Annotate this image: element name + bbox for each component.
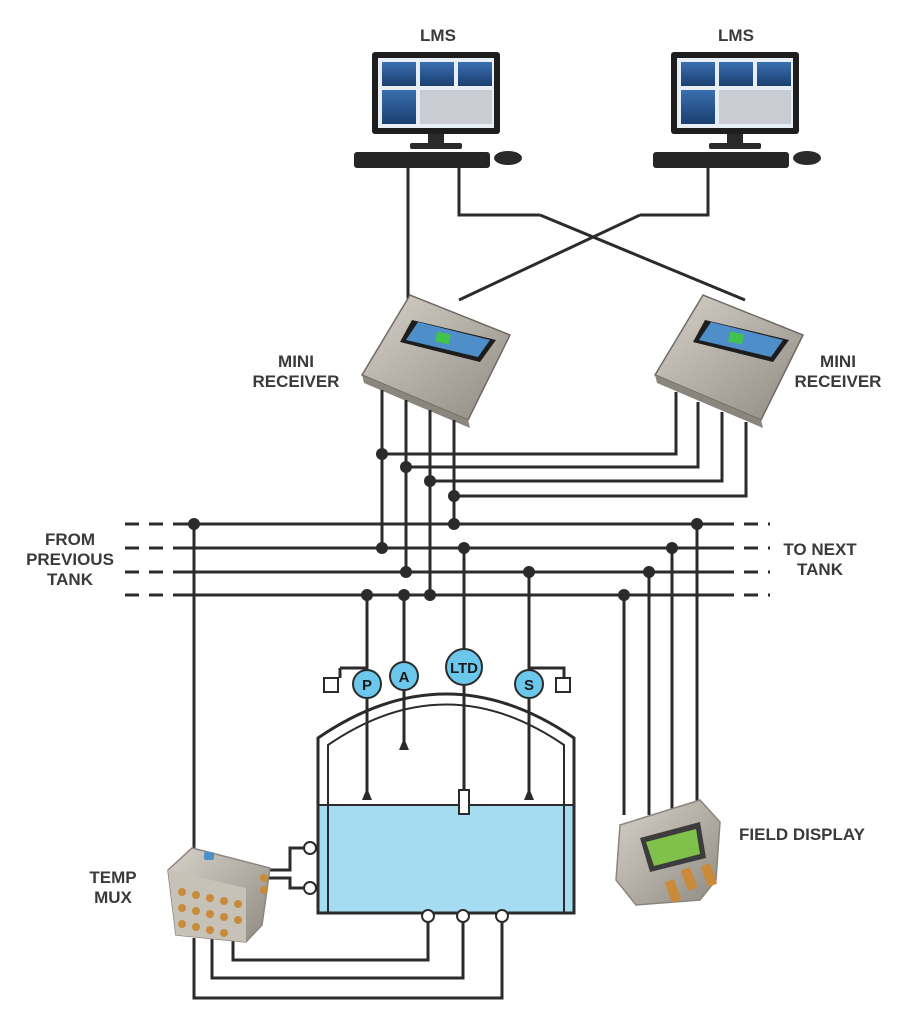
instrument-p-label: P bbox=[362, 677, 372, 694]
instrument-p-bubble: P bbox=[352, 669, 382, 699]
to-next-tank-label: TO NEXT TANK bbox=[770, 540, 870, 580]
field-display-label: FIELD DISPLAY bbox=[739, 825, 865, 844]
field-display-wiring bbox=[618, 518, 703, 815]
to-next-tank-line1: TO NEXT bbox=[783, 540, 857, 559]
field-display-device bbox=[615, 799, 721, 906]
mini-receiver-left-label: MINI RECEIVER bbox=[246, 352, 346, 392]
receiver-bus-wiring bbox=[376, 390, 748, 595]
instrument-ltd-label: LTD bbox=[450, 660, 478, 677]
lms-computer-right bbox=[653, 52, 821, 168]
instrument-s-bubble: S bbox=[514, 669, 544, 699]
instrument-a-label: A bbox=[399, 669, 410, 686]
lms-left-label: LMS bbox=[420, 26, 456, 45]
lms-right-label: LMS bbox=[718, 26, 754, 45]
temp-mux-label: TEMP MUX bbox=[78, 868, 148, 908]
mini-receiver-right-line2: RECEIVER bbox=[794, 372, 882, 391]
temp-element-wiring bbox=[192, 841, 509, 1000]
from-previous-tank-line2: PREVIOUS bbox=[26, 550, 114, 569]
temp-mux-line1: TEMP bbox=[89, 868, 137, 887]
mini-receiver-right-line1: MINI bbox=[820, 352, 856, 371]
tank-instruments bbox=[323, 542, 571, 815]
to-next-tank-line2: TANK bbox=[797, 560, 843, 579]
lms-wiring bbox=[406, 168, 746, 302]
mini-receiver-right bbox=[653, 294, 805, 428]
storage-tank bbox=[316, 692, 576, 915]
temp-mux-wiring bbox=[188, 518, 200, 848]
temp-mux-line2: MUX bbox=[94, 888, 132, 907]
mini-receiver-left-line1: MINI bbox=[278, 352, 314, 371]
from-previous-tank-line1: FROM bbox=[44, 530, 96, 549]
mini-receiver-right-label: MINI RECEIVER bbox=[788, 352, 888, 392]
from-previous-tank-label: FROM PREVIOUS TANK bbox=[20, 530, 120, 590]
instrument-ltd-bubble: LTD bbox=[445, 648, 483, 686]
from-previous-tank-line3: TANK bbox=[47, 570, 93, 589]
mini-receiver-left bbox=[360, 294, 512, 428]
mini-receiver-left-line2: RECEIVER bbox=[252, 372, 340, 391]
instrument-s-label: S bbox=[524, 677, 534, 694]
temp-mux-enclosure bbox=[167, 847, 271, 943]
instrument-a-bubble: A bbox=[389, 661, 419, 691]
lms-computer-left bbox=[354, 52, 522, 168]
